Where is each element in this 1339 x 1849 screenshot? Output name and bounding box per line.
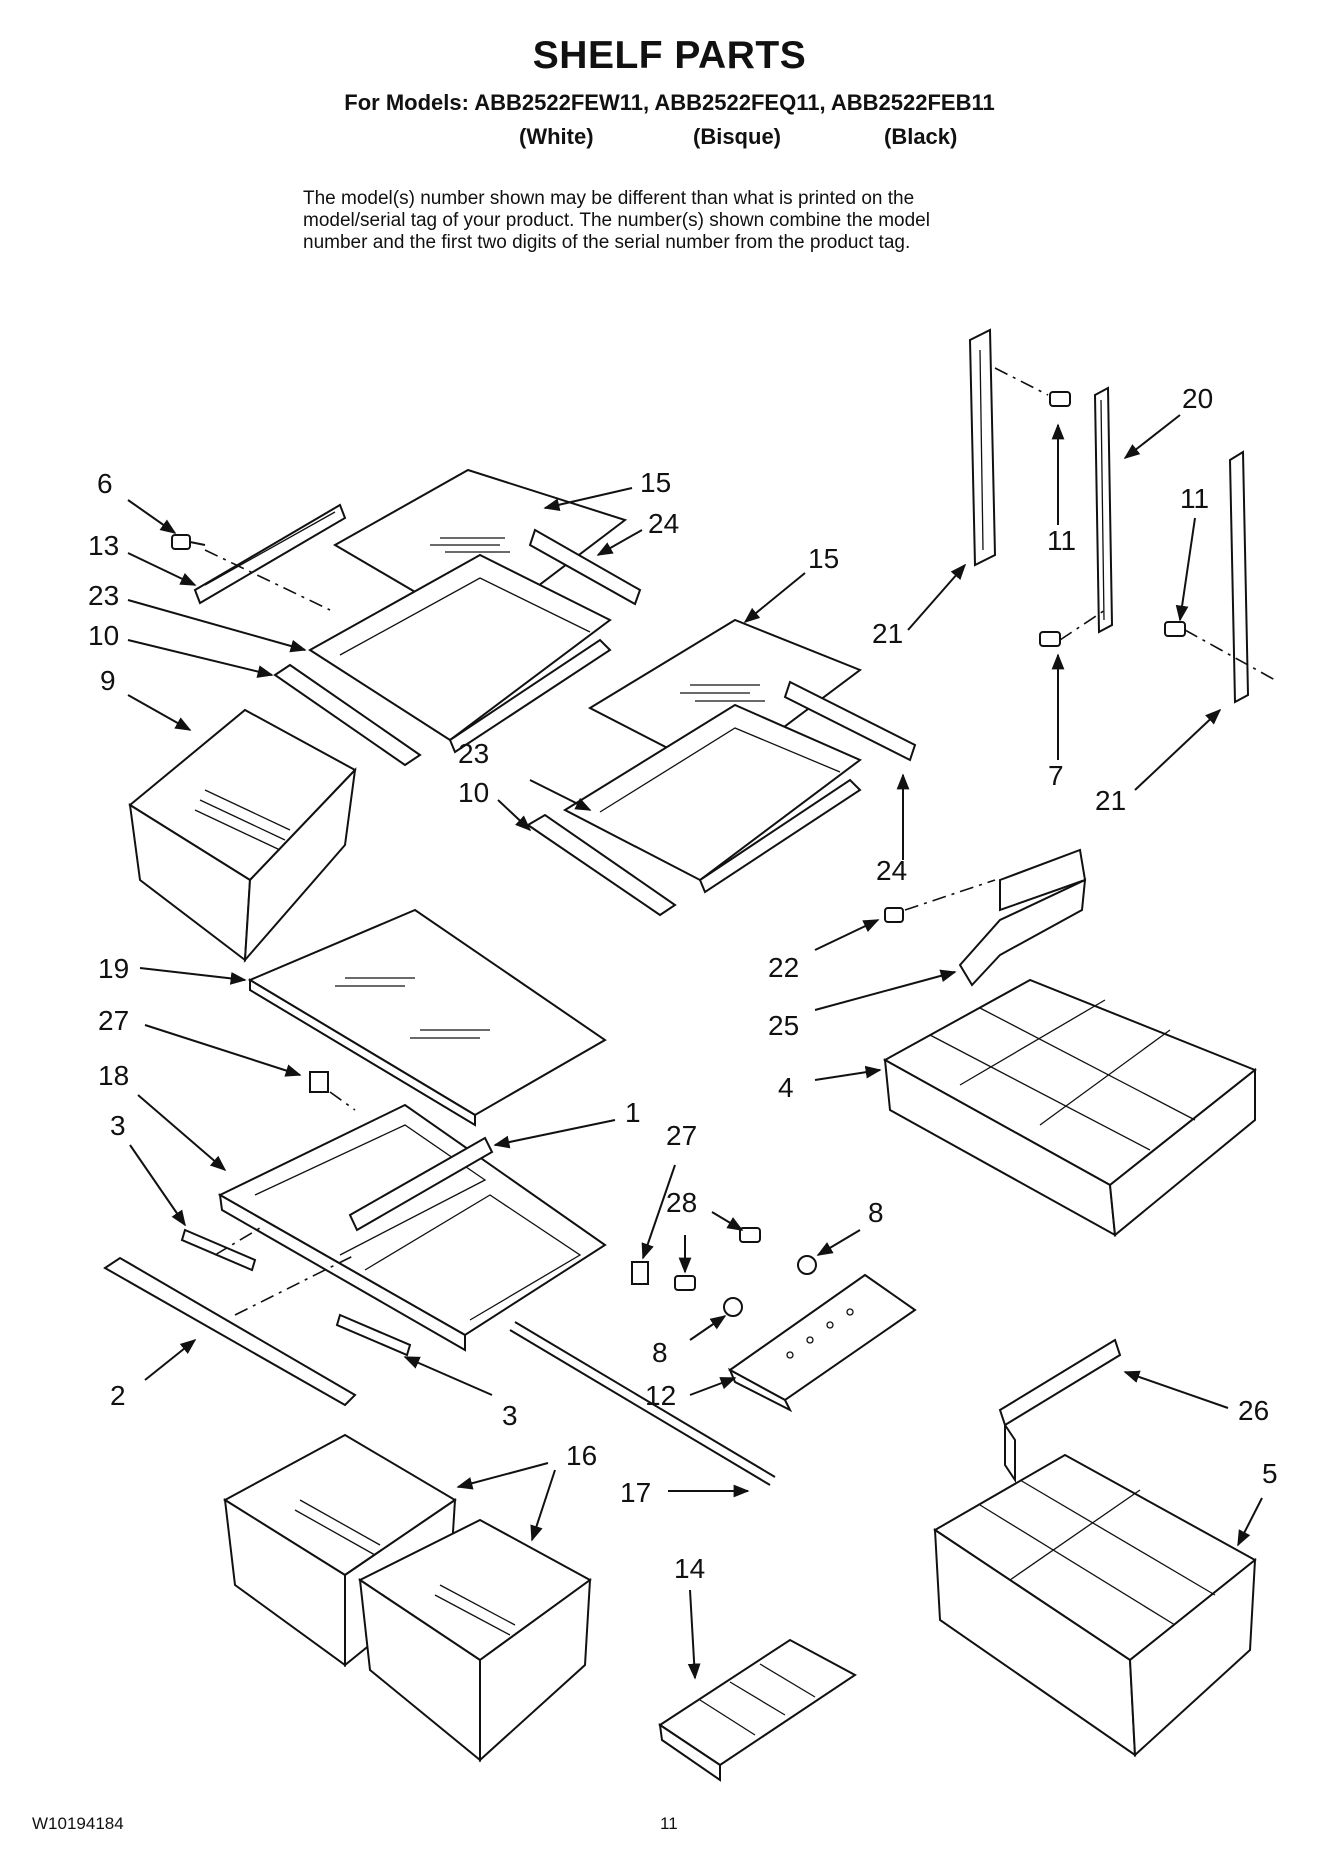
callout-23: 23 (88, 580, 119, 611)
shelf-frame-upper (308, 553, 612, 754)
callout-5: 5 (1262, 1458, 1278, 1489)
leader-lines (127, 414, 1263, 1680)
callout-1: 1 (625, 1097, 641, 1128)
drawer-frame (217, 1103, 607, 1352)
screw-6 (171, 534, 206, 550)
shelf-trim-middle (526, 813, 677, 917)
screws-11-7 (1039, 391, 1186, 647)
callout-3: 3 (502, 1400, 518, 1431)
disclaimer-line: model/serial tag of your product. The nu… (303, 210, 930, 231)
page-title: SHELF PARTS (532, 34, 807, 77)
screw-22 (884, 907, 904, 923)
callout-14: 14 (674, 1553, 705, 1584)
ice-tray (658, 1638, 857, 1782)
callout-7: 7 (1048, 760, 1064, 791)
rail-21-left (968, 328, 997, 567)
crisper-bin-upper-left (128, 708, 357, 963)
callout-24: 24 (648, 508, 679, 539)
callout-25: 25 (768, 1010, 799, 1041)
center-rail (348, 1136, 494, 1232)
callout-22: 22 (768, 952, 799, 983)
callout-26: 26 (1238, 1395, 1269, 1426)
shelf-rail-right-middle (783, 680, 917, 762)
callout-9: 9 (100, 665, 116, 696)
bracket-3-left (180, 1228, 257, 1272)
screws-28-and-spacers-8 (674, 1227, 817, 1317)
rail-20 (1093, 386, 1114, 634)
callout-18: 18 (98, 1060, 129, 1091)
doc-number: W10194184 (32, 1814, 124, 1833)
callout-16: 16 (566, 1440, 597, 1471)
callout-21: 21 (872, 618, 903, 649)
callout-27: 27 (666, 1120, 697, 1151)
callout-20: 20 (1182, 383, 1213, 414)
callout-8: 8 (868, 1197, 884, 1228)
shelf-rail-right-upper (528, 528, 642, 606)
callout-3: 3 (110, 1110, 126, 1141)
color-black: (Black) (884, 124, 958, 149)
callout-15: 15 (640, 467, 671, 498)
callout-10: 10 (88, 620, 119, 651)
rod-17 (509, 1321, 776, 1486)
callout-4: 4 (778, 1072, 794, 1103)
color-bisque: (Bisque) (693, 124, 781, 149)
bracket-3-right (335, 1313, 412, 1357)
shelf-rail-left (193, 503, 347, 605)
crisper-bin-lower-right (358, 1518, 592, 1763)
shelf-trim-upper (273, 663, 422, 767)
callout-6: 6 (97, 468, 113, 499)
basket-divider-25 (958, 848, 1087, 987)
disclaimer: The model(s) number shown may be differe… (303, 188, 1103, 254)
callout-13: 13 (88, 530, 119, 561)
wire-basket-5 (933, 1453, 1257, 1758)
callout-21: 21 (1095, 785, 1126, 816)
callout-27: 27 (98, 1005, 129, 1036)
callout-28: 28 (666, 1187, 697, 1218)
callout-19: 19 (98, 953, 129, 984)
basket-divider-26 (998, 1338, 1122, 1484)
shelf-frame-middle (562, 703, 862, 894)
callout-2: 2 (110, 1380, 126, 1411)
callout-11: 11 (1047, 525, 1076, 556)
callout-8: 8 (652, 1337, 668, 1368)
disclaimer-line: number and the first two digits of the s… (303, 232, 911, 253)
callout-24: 24 (876, 855, 907, 886)
callout-23: 23 (458, 738, 489, 769)
door-bin-12 (727, 1273, 917, 1413)
callout-11: 11 (1180, 483, 1209, 514)
front-trim-2 (103, 1256, 357, 1407)
page-number: 11 (660, 1814, 678, 1833)
callout-10: 10 (458, 777, 489, 808)
clip-27-lower (631, 1261, 649, 1285)
disclaimer-line: The model(s) number shown may be differe… (303, 188, 915, 209)
callout-15: 15 (808, 543, 839, 574)
callout-12: 12 (645, 1380, 676, 1411)
color-white: (White) (519, 124, 594, 149)
rail-21-right (1228, 450, 1250, 704)
wire-basket-4 (882, 978, 1257, 1237)
clip-27-upper (309, 1071, 329, 1093)
callout-17: 17 (620, 1477, 651, 1508)
models-line: For Models: ABB2522FEW11, ABB2522FEQ11, … (344, 90, 995, 115)
glass-shelf-lower (247, 908, 607, 1127)
